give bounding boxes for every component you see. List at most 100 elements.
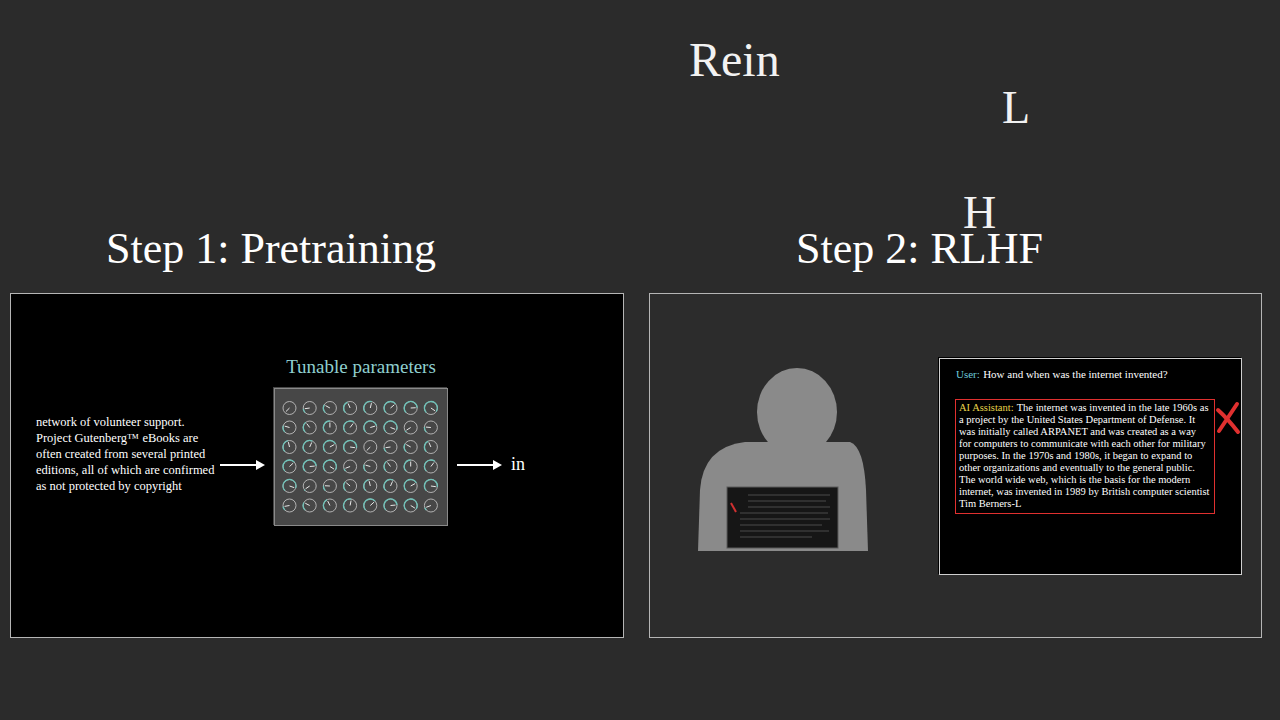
- dial: [364, 460, 377, 473]
- dial-needle: [391, 505, 396, 506]
- dial-needle: [310, 466, 315, 467]
- dial: [364, 402, 377, 415]
- dial: [344, 421, 357, 434]
- dial-needle: [326, 406, 330, 408]
- dial: [323, 441, 336, 454]
- dial: [404, 460, 417, 473]
- dial-arc: [323, 441, 335, 452]
- dial-arc: [323, 421, 330, 432]
- dial-needle: [286, 408, 290, 412]
- animated-letter: H: [963, 187, 996, 240]
- dial-needle: [411, 484, 415, 486]
- dial-needle: [369, 481, 370, 486]
- dial-needle: [391, 405, 395, 408]
- dial-arc: [304, 489, 306, 491]
- dial-arc: [323, 500, 327, 510]
- dial: [303, 421, 316, 434]
- animated-letter: L: [1002, 82, 1030, 135]
- chat-box: User:How and when was the internet inven…: [939, 358, 1242, 575]
- dial: [323, 421, 336, 434]
- parameter-box: Tunable parameters: [274, 388, 448, 526]
- dial: [323, 499, 336, 512]
- dial-arc: [283, 507, 285, 510]
- dial-needle: [429, 442, 431, 447]
- dial-needle: [406, 445, 410, 447]
- dial-needle: [348, 403, 350, 408]
- dial: [344, 441, 357, 454]
- output-token: in: [511, 454, 525, 476]
- dial-arc: [404, 460, 410, 471]
- chat-fill: [938, 357, 1241, 574]
- dial: [283, 460, 296, 473]
- dial-arc: [384, 402, 395, 413]
- dial-arc: [303, 503, 305, 511]
- dial-arc: [384, 461, 387, 471]
- dial-arc: [424, 480, 437, 491]
- dial-needle: [350, 447, 355, 449]
- dial-arc: [323, 460, 336, 471]
- dial: [364, 421, 377, 434]
- dial-arc: [424, 427, 426, 432]
- dial-arc: [404, 444, 406, 452]
- dial: [424, 421, 437, 434]
- dial-arc: [283, 441, 288, 452]
- person-silhouette: [698, 368, 868, 551]
- dial-arc: [424, 402, 437, 413]
- dial-arc: [364, 480, 369, 491]
- panel-title: Step 1: Pretraining: [106, 224, 436, 275]
- dial-arc: [364, 465, 366, 471]
- dial-needle: [346, 483, 350, 486]
- dial: [384, 499, 397, 512]
- answer-text: The internet was invented in the late 19…: [959, 402, 1210, 509]
- dial-needle: [370, 426, 375, 427]
- dial-needle: [290, 463, 294, 466]
- dial-arc: [283, 460, 294, 471]
- dial-arc: [384, 480, 393, 491]
- dial-arc: [404, 402, 417, 413]
- dial: [323, 402, 336, 415]
- dial: [404, 480, 417, 493]
- reject-mark: [1218, 404, 1238, 432]
- dial: [364, 499, 377, 512]
- dial-needle: [290, 486, 295, 488]
- dial: [344, 499, 357, 512]
- dial-arc: [303, 409, 305, 413]
- dial: [303, 480, 316, 493]
- dial-needle: [411, 506, 415, 509]
- dial: [303, 499, 316, 512]
- dial-needle: [305, 503, 309, 505]
- dial-needle: [310, 442, 312, 447]
- animated-word: Rein: [689, 32, 780, 87]
- dial-needle: [305, 408, 310, 410]
- dial: [323, 480, 336, 493]
- dial-needle: [307, 424, 310, 428]
- speaker-name: AI Assistant:: [959, 402, 1014, 413]
- panel-title: Step 2: RLHF: [796, 224, 1043, 275]
- dial-needle: [328, 501, 330, 505]
- dial-needle: [387, 463, 390, 467]
- box-heading: Tunable parameters: [286, 356, 436, 379]
- panel-fill: [649, 293, 1262, 638]
- dial-needle: [350, 501, 352, 506]
- dial: [303, 402, 316, 415]
- dial-arc: [283, 479, 296, 490]
- dial-arc: [303, 441, 312, 452]
- dial: [404, 402, 417, 415]
- dial-arc: [404, 480, 416, 491]
- dial-arc: [323, 486, 325, 491]
- dial-arc: [405, 431, 407, 432]
- dial-needle: [386, 447, 391, 449]
- dial: [384, 480, 397, 493]
- dial: [424, 499, 437, 512]
- answer-box: AI Assistant:The internet was invented i…: [955, 399, 1215, 514]
- dial: [384, 421, 397, 434]
- dial-needle: [350, 424, 353, 428]
- dial-needle: [285, 505, 290, 507]
- dial-arc: [404, 499, 417, 510]
- dial: [424, 441, 437, 454]
- speaker-name: User:: [956, 368, 980, 380]
- dial-arc: [344, 421, 354, 432]
- text-row: User:How and when was the internet inven…: [956, 368, 1236, 381]
- dial: [283, 402, 296, 415]
